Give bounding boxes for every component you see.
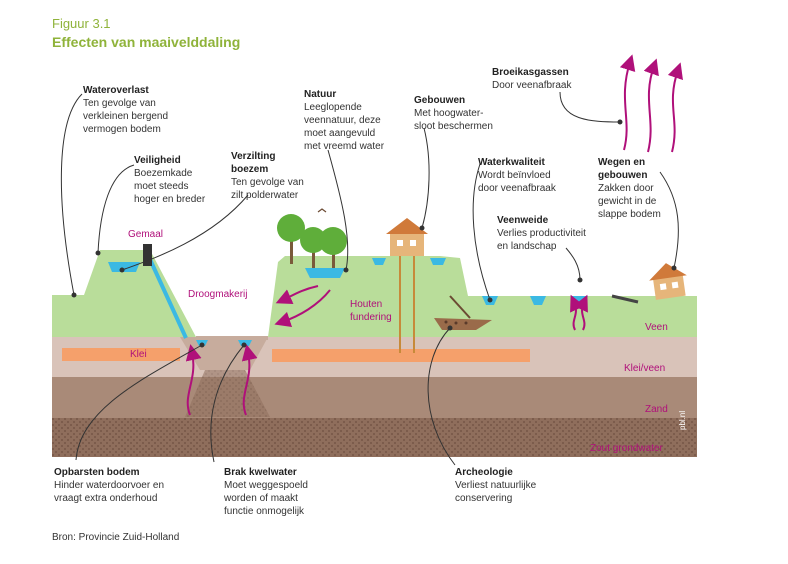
annotation-title: Veenweide bbox=[497, 215, 549, 226]
annotation-natuur: Natuur Leeglopende veennatuur, deze moet… bbox=[304, 88, 384, 153]
figure-label: Figuur 3.1 bbox=[52, 16, 111, 31]
annotation-desc: Zakken door gewicht in de slappe bodem bbox=[598, 183, 661, 220]
clay-band-right bbox=[272, 349, 530, 362]
ditch-4 bbox=[530, 296, 546, 305]
figure-title: Effecten van maaivelddaling bbox=[52, 34, 241, 50]
clay-band-left bbox=[62, 348, 180, 361]
annotation-desc: Ten gevolge van verkleinen bergend vermo… bbox=[83, 98, 169, 135]
ditch-1 bbox=[372, 258, 386, 265]
annotation-archeologie: Archeologie Verliest natuurlijke conserv… bbox=[455, 466, 536, 505]
annotation-desc: Moet weggespoeld worden of maakt functie… bbox=[224, 480, 308, 517]
label-gemaal: Gemaal bbox=[128, 229, 164, 240]
source-note: Bron: Provincie Zuid-Holland bbox=[52, 532, 180, 543]
annotation-desc: Boezemkade moet steeds hoger en breder bbox=[134, 168, 206, 205]
annotation-title: Gebouwen bbox=[414, 95, 466, 106]
gemaal-pipe bbox=[146, 254, 188, 339]
road bbox=[611, 294, 639, 304]
annotation-title: Brak kwelwater bbox=[224, 467, 297, 478]
label-klei-veen: Klei/veen bbox=[624, 363, 666, 374]
annotation-title: Verzilting boezem bbox=[231, 151, 276, 175]
label-zand: Zand bbox=[645, 404, 668, 415]
annotation-desc: Door veenafbraak bbox=[492, 80, 572, 91]
flow-arrows bbox=[185, 54, 683, 416]
annotation-desc: Wordt beïnvloed door veenafbraak bbox=[478, 170, 556, 194]
house-sinking bbox=[649, 263, 687, 300]
layer-zand bbox=[52, 376, 697, 418]
watermark: pbl.nl bbox=[678, 410, 687, 430]
annotation-title: Waterkwaliteit bbox=[478, 157, 545, 168]
veen-surface bbox=[52, 250, 697, 337]
boezem-water bbox=[108, 262, 140, 272]
polder-floor bbox=[196, 336, 268, 340]
gemaal-building bbox=[143, 244, 152, 266]
annotation-title: Opbarsten bodem bbox=[54, 467, 140, 478]
annotation-waterkwaliteit: Waterkwaliteit Wordt beïnvloed door veen… bbox=[478, 156, 556, 195]
annotation-veenweide: Veenweide Verlies productiviteit en land… bbox=[497, 214, 586, 253]
annotation-desc: Hinder waterdoorvoer en vraagt extra ond… bbox=[54, 480, 165, 504]
annotation-gebouwen: Gebouwen Met hoogwater- sloot beschermen bbox=[414, 94, 493, 133]
bird bbox=[317, 208, 327, 213]
annotation-title: Wateroverlast bbox=[83, 85, 149, 96]
annotation-wateroverlast: Wateroverlast Ten gevolge van verkleinen… bbox=[83, 84, 168, 136]
label-zout-grondwater: Zout grondwater bbox=[590, 443, 663, 454]
label-veen: Veen bbox=[645, 322, 668, 333]
annotation-title: Archeologie bbox=[455, 467, 513, 478]
natuur-water bbox=[305, 268, 345, 278]
annotation-verzilting: Verzilting boezem Ten gevolge van zilt p… bbox=[231, 150, 304, 202]
ditch-2 bbox=[430, 258, 446, 265]
annotation-wegen: Wegen en gebouwen Zakken door gewicht in… bbox=[598, 156, 661, 221]
leader-lines bbox=[60, 91, 679, 466]
trees bbox=[277, 214, 347, 268]
annotation-opbarsten: Opbarsten bodem Hinder waterdoorvoer en … bbox=[54, 466, 164, 505]
annotation-title: Wegen en gebouwen bbox=[598, 157, 648, 181]
annotation-desc: Verlies productiviteit en landschap bbox=[497, 228, 586, 252]
annotation-desc: Leeglopende veennatuur, deze moet aangev… bbox=[304, 102, 385, 152]
annotation-broeikasgassen: Broeikasgassen Door veenafbraak bbox=[492, 66, 572, 92]
leader-dots bbox=[71, 119, 677, 348]
annotation-veiligheid: Veiligheid Boezemkade moet steeds hoger … bbox=[134, 154, 205, 206]
annotation-title: Natuur bbox=[304, 89, 337, 100]
label-houten-fundering: Houten fundering bbox=[350, 299, 392, 323]
layer-zout-grondwater bbox=[52, 417, 697, 457]
annotation-brak: Brak kwelwater Moet weggespoeld worden o… bbox=[224, 466, 308, 518]
annotation-desc: Ten gevolge van zilt polderwater bbox=[231, 177, 304, 201]
annotation-title: Veiligheid bbox=[134, 155, 181, 166]
annotation-desc: Met hoogwater- sloot beschermen bbox=[414, 108, 493, 132]
label-droogmakerij: Droogmakerij bbox=[188, 289, 248, 300]
house-stilts bbox=[386, 218, 428, 353]
annotation-title: Broeikasgassen bbox=[492, 67, 569, 78]
brak-zone bbox=[185, 370, 270, 417]
label-klei: Klei bbox=[130, 349, 147, 360]
annotation-desc: Verliest natuurlijke conservering bbox=[455, 480, 537, 504]
